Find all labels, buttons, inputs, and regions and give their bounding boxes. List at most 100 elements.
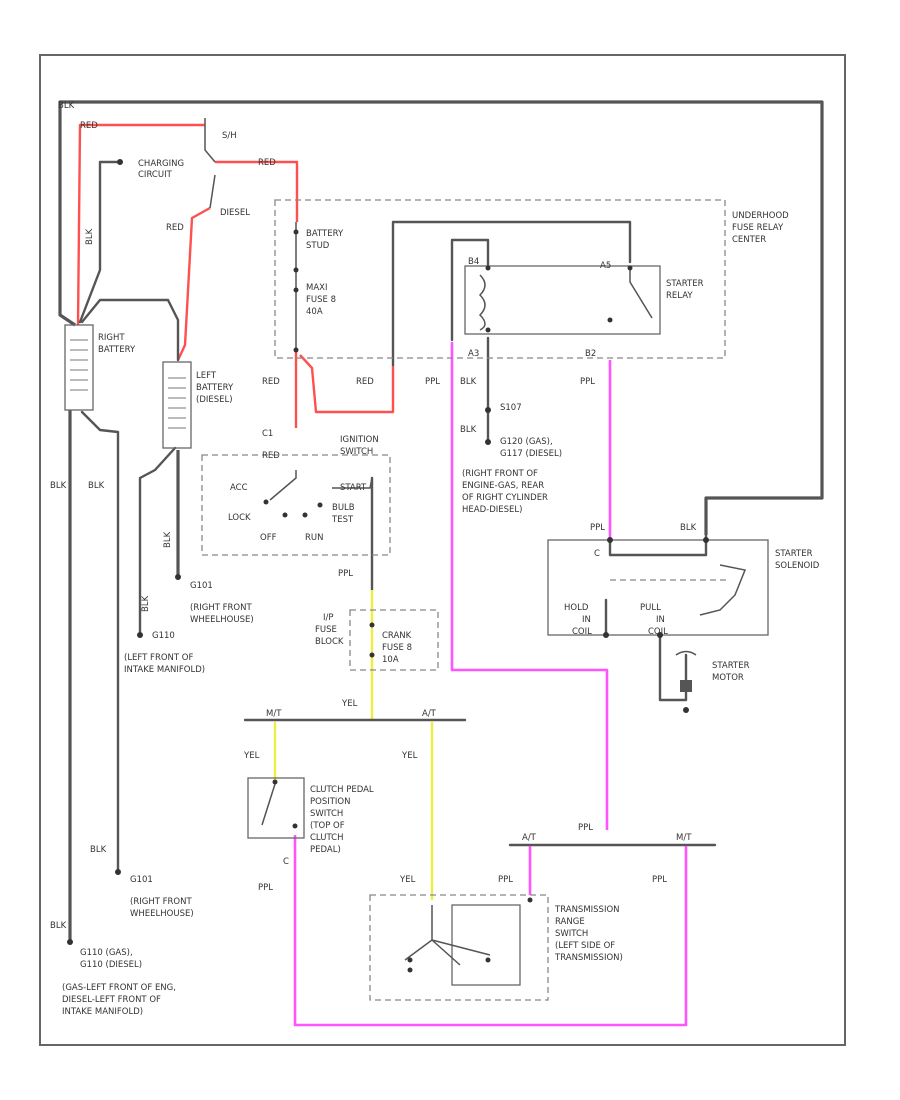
red-wire-sh-to-center [215,160,299,222]
label-battery-stud-1: BATTERY [306,229,344,239]
blk-wire-between-batteries [80,298,180,362]
label-right-battery-2: BATTERY [98,345,136,355]
ground-g110-top [137,632,143,638]
labels: BLK RED S/H RED RED DIESEL BLK CHARGING … [50,101,820,1017]
blk-wire-left-battery-ground [138,446,177,634]
label-blk-g110: BLK [141,595,151,612]
label-clutch-switch-2: POSITION [310,797,350,807]
label-at-bottom: A/T [522,833,537,843]
label-right-front-engine-3: OF RIGHT CYLINDER [462,493,548,503]
ground-g110-bottom [67,939,73,945]
label-ppl-solenoid: PPL [590,523,605,533]
ignition-contact [269,470,297,501]
label-pull-in-1: PULL [640,603,661,613]
label-bottom-location-1: (GAS-LEFT FRONT OF ENG, [62,983,176,993]
label-c-solenoid: C [594,549,600,559]
label-ppl-b2: PPL [580,377,595,387]
label-g110-bottom-2: G110 (DIESEL) [80,960,142,970]
label-ppl-a3: PPL [425,377,440,387]
label-pull-in-2: IN [656,615,665,625]
ground-g101-bottom [115,869,121,875]
label-crank-fuse-1: CRANK [382,631,412,641]
starter-motor-wire [658,633,688,702]
ip-fuse-block [349,609,439,671]
label-start: START [340,483,367,493]
label-pull-in-3: COIL [648,627,668,637]
transmission-range-switch [369,894,549,1001]
label-ppl-mt-bottom: PPL [652,875,667,885]
label-g120-1: G120 (GAS), [500,437,553,447]
label-a5: A5 [600,261,611,271]
clutch-pedal-switch [247,777,305,839]
label-off: OFF [260,533,277,543]
label-s107: S107 [500,403,522,413]
label-ip-fuse-block-2: FUSE [315,625,337,635]
label-charging-circuit-1: CHARGING [138,159,184,169]
clutch-contact [261,783,276,826]
label-left-battery-1: LEFT [196,371,217,381]
solenoid-feed [608,538,708,557]
label-b4: B4 [468,257,479,267]
label-blk-charging: BLK [85,228,95,245]
charging-circuit-wire [78,160,122,324]
label-blk-top: BLK [58,101,75,111]
label-clutch-switch-1: CLUTCH PEDAL [310,785,374,795]
label-blk-left-2: BLK [88,481,105,491]
label-ignition-switch-1: IGNITION [340,435,379,445]
label-ppl-clutch: PPL [258,883,273,893]
label-bulb-test-1: BULB [332,503,355,513]
label-blk-left-1: BLK [50,481,67,491]
label-left-battery-3: (DIESEL) [196,395,233,405]
label-diesel: DIESEL [220,208,250,218]
label-trans-range-4: (LEFT SIDE OF [555,941,615,951]
label-right-front-engine-2: ENGINE-GAS, REAR [462,481,544,491]
label-bottom-location-2: DIESEL-LEFT FRONT OF [62,995,161,1005]
label-run: RUN [305,533,324,543]
label-ppl-relay-side: PPL [338,569,353,579]
label-hold-in-3: COIL [572,627,592,637]
label-right-front-wheelhouse-1: (RIGHT FRONT [190,603,252,613]
label-trans-range-3: SWITCH [555,929,588,939]
label-yel-range: YEL [401,751,418,761]
label-right-front-wheelhouse-bottom-1: (RIGHT FRONT [130,897,192,907]
label-starter-solenoid-1: STARTER [775,549,813,559]
label-starter-solenoid-2: SOLENOID [775,561,820,571]
right-battery [64,324,94,411]
red-wire-battery-to-sh [76,123,205,326]
label-red-right: RED [258,158,276,168]
label-red-mid: RED [262,377,280,387]
ground-g120 [485,439,491,445]
sh-switch [204,118,216,209]
label-ip-fuse-block-3: BLOCK [315,637,344,647]
label-trans-range-5: TRANSMISSION) [554,953,623,963]
label-g120-2: G117 (DIESEL) [500,449,562,459]
label-yel-range-switch: YEL [399,875,416,885]
label-crank-fuse-2: FUSE 8 [382,643,412,653]
label-yel-top: YEL [341,699,358,709]
splice-s107 [485,407,491,413]
label-red-c1: RED [262,451,280,461]
label-blk-a3: BLK [460,377,477,387]
right-battery-cells [70,339,88,391]
label-red-mid-2: RED [356,377,374,387]
label-maxi-fuse-1: MAXI [306,283,327,293]
wires [58,100,824,1027]
label-sh: S/H [222,131,237,141]
label-left-battery-2: BATTERY [196,383,234,393]
label-underhood-2: FUSE RELAY [732,223,784,233]
underhood-fuse-relay-center [274,199,726,359]
label-bottom-location-3: INTAKE MANIFOLD) [62,1007,143,1017]
relay-contact [629,270,653,319]
label-right-front-wheelhouse-bottom-2: WHEELHOUSE) [130,909,194,919]
left-battery-cells [168,377,186,429]
relay-coil [478,274,486,331]
label-blk-g101-bottom: BLK [90,845,107,855]
label-underhood-3: CENTER [732,235,766,245]
label-a3: A3 [468,349,479,359]
label-yel-clutch: YEL [243,751,260,761]
label-ip-fuse-block-1: I/P [323,613,334,623]
label-c1: C1 [262,429,273,439]
label-right-front-engine-1: (RIGHT FRONT OF [462,469,538,479]
diagram-frame [39,54,846,1046]
label-maxi-fuse-3: 40A [306,307,323,317]
